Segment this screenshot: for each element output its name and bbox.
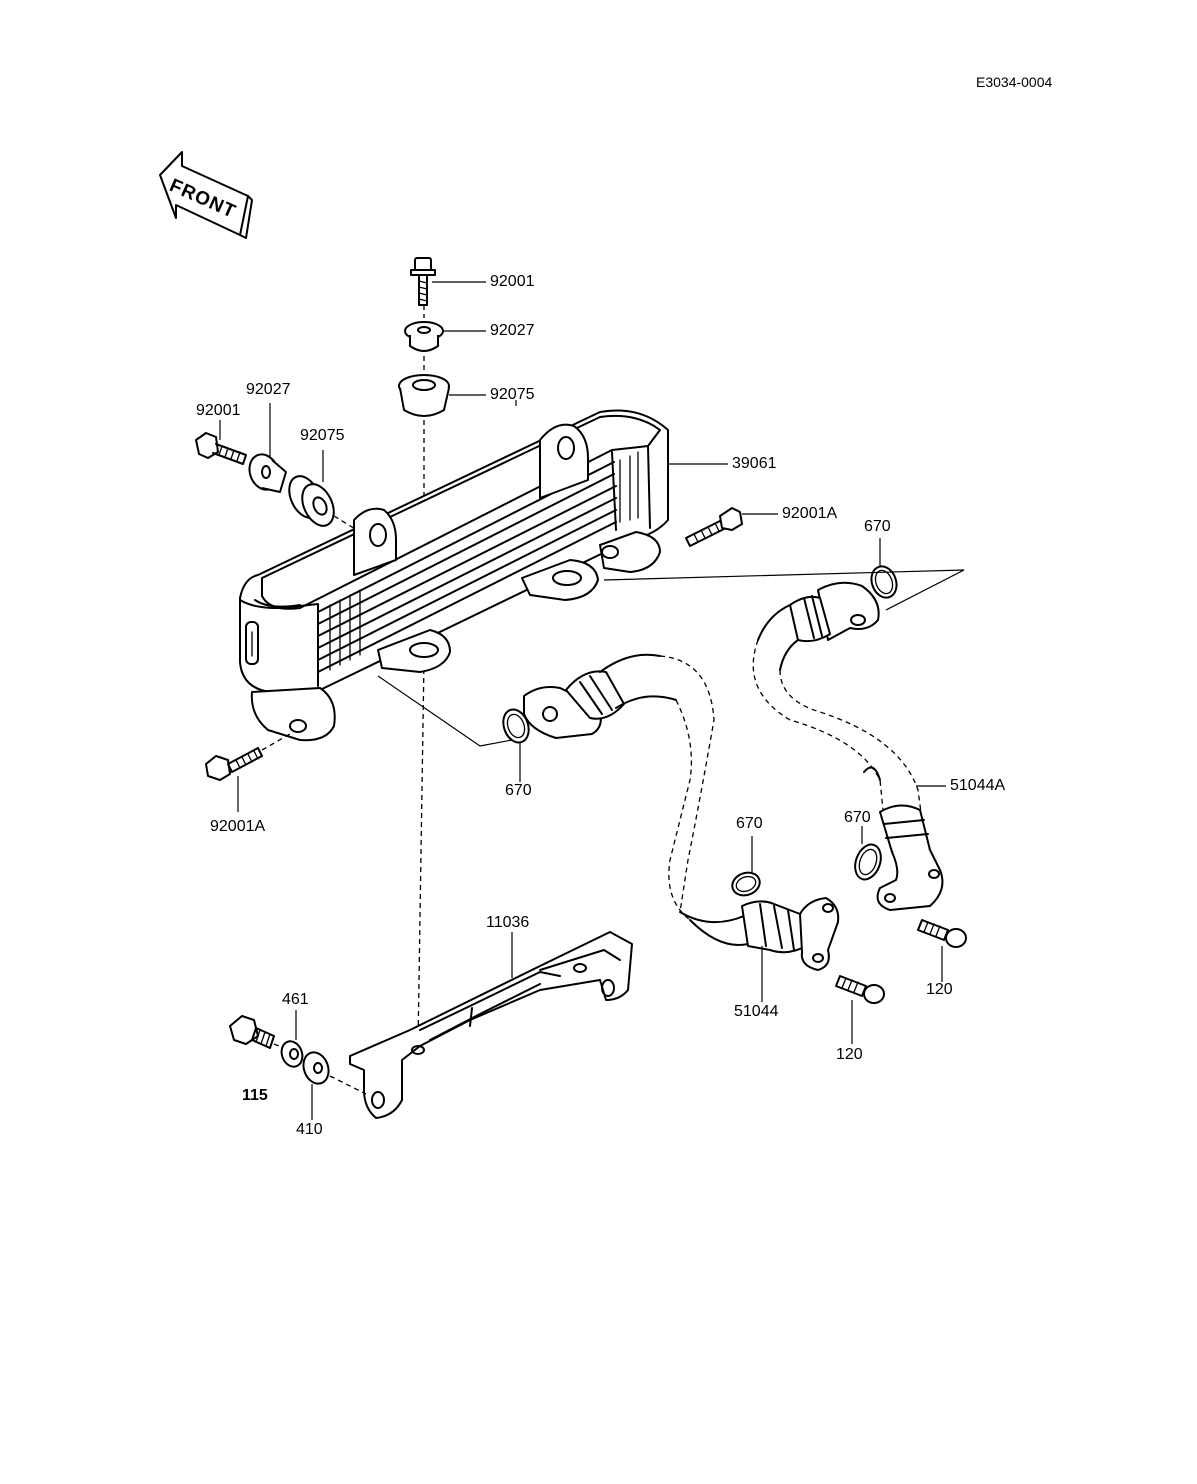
hose-51044A bbox=[752, 604, 946, 911]
label-92075-left: 92075 bbox=[300, 427, 345, 444]
label-39061: 39061 bbox=[732, 455, 777, 472]
bracket-11036 bbox=[349, 931, 633, 1119]
label-92001A-lower-left: 92001A bbox=[210, 818, 266, 835]
screw-120-right bbox=[917, 919, 967, 982]
label-11036: 11036 bbox=[486, 914, 530, 931]
oil-cooler-39061 bbox=[239, 409, 728, 742]
label-461: 461 bbox=[282, 991, 309, 1008]
label-670-upper-right: 670 bbox=[864, 518, 891, 535]
front-arrow bbox=[159, 151, 253, 239]
oring-670-center bbox=[502, 708, 530, 782]
label-92075-top: 92075 bbox=[490, 386, 535, 403]
washer-92027-left bbox=[248, 403, 287, 493]
oring-670-lower-right bbox=[854, 826, 882, 881]
diagram-code: E3034-0004 bbox=[976, 74, 1053, 90]
label-92001A-right: 92001A bbox=[782, 505, 838, 522]
label-120-mid: 120 bbox=[836, 1046, 863, 1063]
label-670-lower-right: 670 bbox=[844, 809, 871, 826]
hose-fitting-upper bbox=[789, 581, 880, 643]
bolt-92001A-right bbox=[685, 507, 778, 547]
label-670-center: 670 bbox=[505, 782, 532, 799]
screw-120-mid bbox=[835, 975, 885, 1044]
hose-51044 bbox=[523, 653, 840, 1002]
bolt-92001A-lower-left bbox=[205, 733, 291, 812]
grommet-92075-left bbox=[288, 450, 335, 527]
washer-461 bbox=[280, 1010, 304, 1068]
label-115: 115 bbox=[242, 1087, 268, 1104]
washer-410 bbox=[302, 1051, 367, 1120]
label-51044A: 51044A bbox=[950, 777, 1006, 794]
label-92001-top: 92001 bbox=[490, 273, 535, 290]
bolt-92001-top bbox=[410, 257, 486, 306]
label-120-right: 120 bbox=[926, 981, 953, 998]
label-410: 410 bbox=[296, 1121, 323, 1138]
label-92027-top: 92027 bbox=[490, 322, 535, 339]
bolt-115 bbox=[229, 1015, 285, 1049]
oring-670-lower-mid bbox=[731, 836, 761, 897]
washer-92027-top bbox=[404, 321, 486, 352]
bolt-92001-left bbox=[195, 420, 247, 465]
label-670-lower-mid: 670 bbox=[736, 815, 763, 832]
label-92001-left: 92001 bbox=[196, 402, 241, 419]
label-92027-left: 92027 bbox=[246, 381, 291, 398]
oring-670-upper-right bbox=[870, 538, 898, 599]
grommet-92075-top bbox=[398, 374, 486, 417]
label-51044: 51044 bbox=[734, 1003, 779, 1020]
